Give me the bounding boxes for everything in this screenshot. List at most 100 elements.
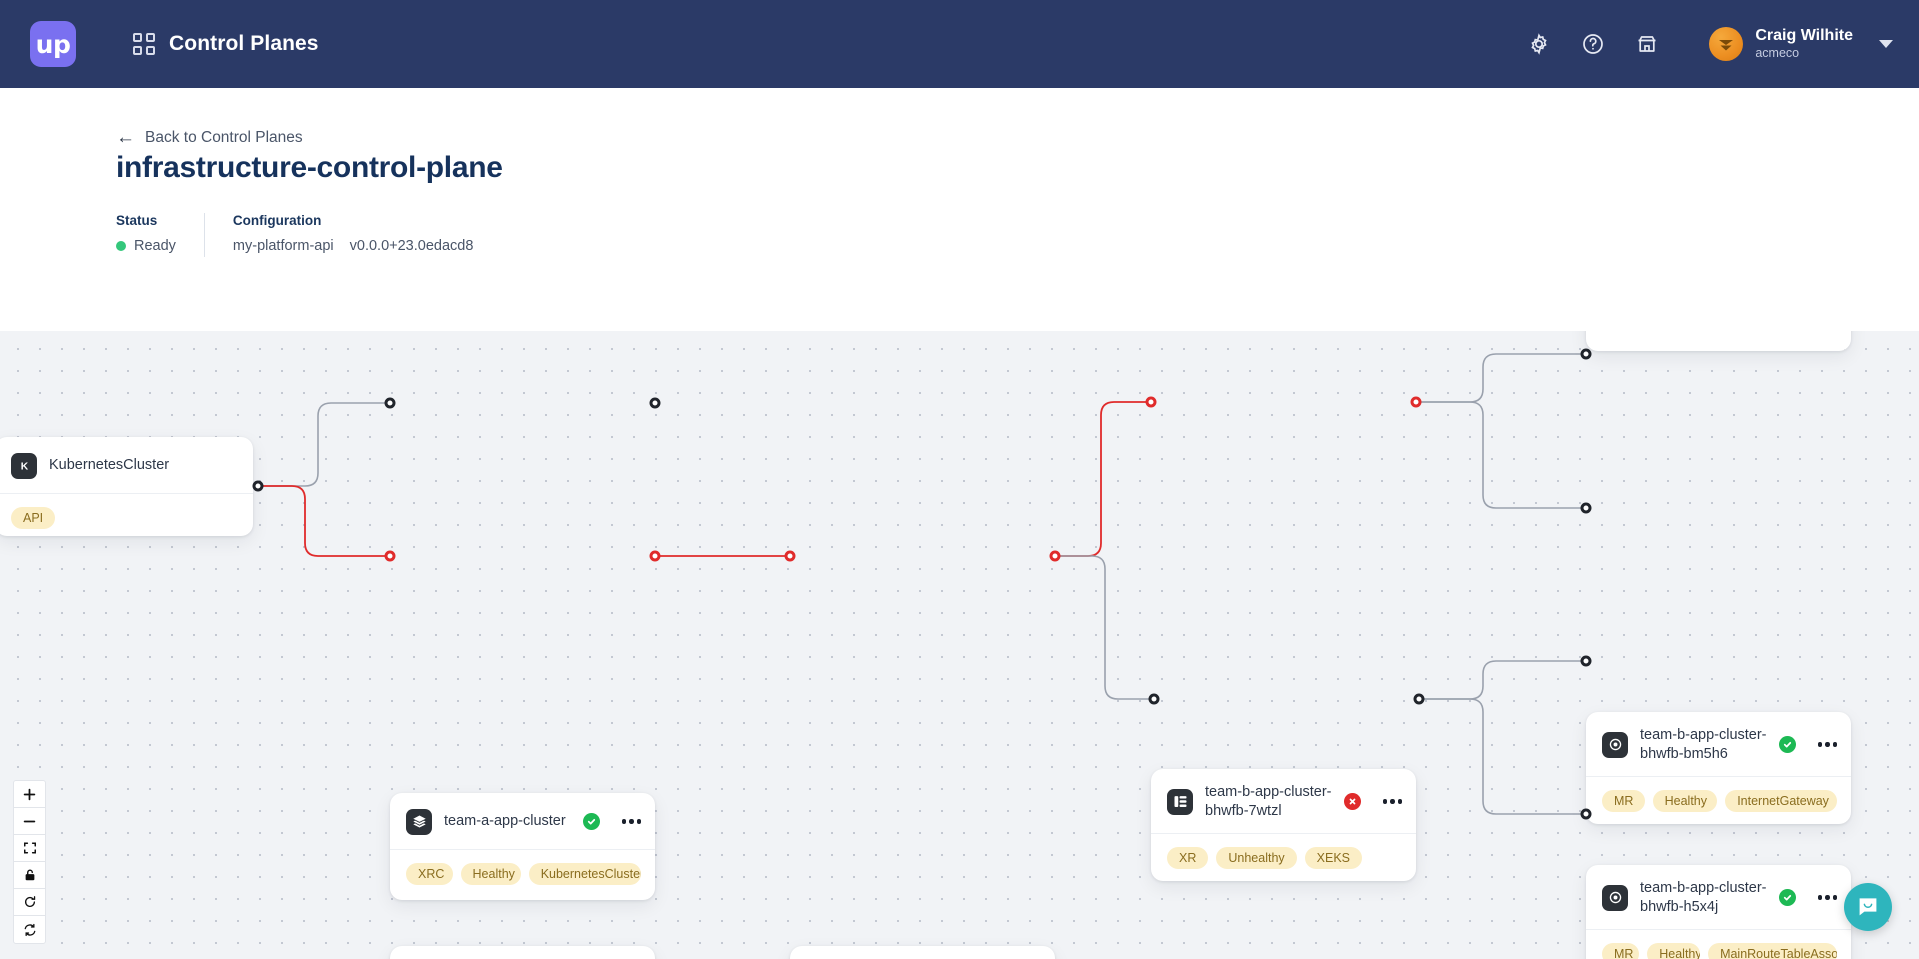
node-divider	[390, 849, 655, 850]
status-value: Ready	[134, 238, 176, 254]
zoom-out-button[interactable]	[14, 808, 45, 835]
refresh-icon[interactable]	[14, 916, 45, 943]
node-handle[interactable]	[1145, 396, 1157, 408]
node-divider	[1586, 929, 1851, 931]
node-tag: MR	[1602, 790, 1645, 813]
node-handle[interactable]	[784, 550, 796, 562]
node-handle[interactable]	[384, 550, 396, 562]
node-tag: Healthy	[460, 863, 521, 885]
lock-icon[interactable]	[14, 862, 45, 889]
avatar	[1709, 27, 1744, 61]
node-handle[interactable]	[649, 550, 661, 562]
configuration-label: Configuration	[232, 213, 322, 228]
node-menu-button[interactable]	[1817, 895, 1837, 900]
back-to-control-planes-link[interactable]: ← Back to Control Planes	[116, 128, 303, 147]
arrow-left-icon: ←	[116, 127, 135, 148]
k8s-icon: K	[11, 452, 37, 479]
page-header: ← Back to Control Planes infrastructure-…	[0, 88, 1919, 419]
help-icon[interactable]	[1579, 30, 1607, 58]
graph-node[interactable]: team-b-app-cluster-bhwfbXRUnhealthyXKube…	[790, 946, 1055, 959]
node-handle[interactable]	[252, 480, 264, 492]
status-label: Status	[116, 213, 158, 228]
node-divider	[1586, 776, 1851, 778]
mr-icon	[1602, 731, 1628, 758]
configuration-name: my-platform-api	[232, 238, 334, 254]
page-meta: Status Ready Configuration my-platform-a…	[116, 213, 473, 257]
status-healthy-icon	[582, 813, 600, 830]
graph-edges	[258, 353, 1586, 815]
node-tag-list: XR Unhealthy XEKS	[1151, 834, 1416, 881]
mr-icon	[1602, 884, 1628, 911]
node-handle[interactable]	[1148, 693, 1160, 705]
marketplace-icon[interactable]	[1633, 30, 1661, 58]
node-tag: MR	[1602, 943, 1640, 959]
xr-icon	[1167, 788, 1193, 815]
chevron-down-icon[interactable]	[1879, 40, 1893, 48]
node-tag: XRC	[406, 863, 453, 885]
node-tag: InternetGateway	[1725, 790, 1837, 813]
node-title: team-a-app-cluster	[444, 813, 566, 830]
node-tag: Healthy	[1652, 790, 1718, 813]
configuration-version: v0.0.0+23.0edacd8	[349, 238, 474, 254]
user-name: Craig Wilhite	[1755, 27, 1853, 45]
back-link-label: Back to Control Planes	[145, 128, 303, 146]
node-menu-button[interactable]	[1382, 799, 1402, 804]
status-unhealthy-icon	[1343, 793, 1361, 811]
node-handle[interactable]	[1580, 502, 1592, 514]
meta-divider	[203, 213, 205, 257]
node-tag: XEKS	[1304, 847, 1363, 870]
stack-icon	[406, 808, 432, 835]
user-menu[interactable]: Craig Wilhite acmeco	[1709, 27, 1893, 61]
status-dot-icon	[116, 241, 126, 251]
status-healthy-icon	[1778, 889, 1796, 907]
node-divider	[0, 493, 253, 494]
app-title: Control Planes	[169, 32, 319, 55]
upbound-logo[interactable]: up	[30, 21, 76, 67]
node-tag: XR	[1167, 847, 1209, 870]
fit-view-button[interactable]	[14, 835, 45, 862]
top-navigation-bar: up Control Planes	[0, 0, 1919, 88]
node-handle[interactable]	[1580, 348, 1592, 360]
page-title: infrastructure-control-plane	[116, 151, 503, 184]
node-handle[interactable]	[1049, 550, 1061, 562]
node-handle[interactable]	[384, 397, 396, 409]
node-divider	[1151, 833, 1416, 835]
node-tag: KubernetesCluster	[528, 863, 641, 885]
node-tag-list: MR Healthy MainRouteTableAssociation	[1586, 930, 1851, 959]
user-org: acmeco	[1755, 45, 1800, 60]
status-block: Status Ready	[116, 213, 176, 254]
node-tag-list: XRC Healthy KubernetesCluster	[390, 850, 655, 900]
gear-icon[interactable]	[1525, 30, 1553, 58]
node-title: KubernetesCluster	[49, 457, 170, 474]
node-menu-button[interactable]	[621, 819, 641, 824]
graph-node[interactable]: team-b-app-clusterXRCUnhealthyKubernetes…	[390, 946, 655, 959]
chat-launcher[interactable]	[1844, 883, 1892, 931]
node-tag: Healthy	[1647, 943, 1701, 959]
node-tag-list: API	[0, 494, 253, 536]
node-tag: Unhealthy	[1216, 847, 1297, 870]
reset-icon[interactable]	[14, 889, 45, 916]
graph-node-partial[interactable]	[1586, 331, 1851, 351]
node-handle[interactable]	[649, 397, 661, 409]
node-tag: API	[11, 507, 56, 529]
graph-view-controls	[13, 780, 46, 944]
status-healthy-icon	[1778, 736, 1796, 754]
svg-text:K: K	[20, 461, 28, 472]
node-title: team-b-app-cluster-bhwfb-h5x4j	[1640, 880, 1767, 915]
node-handle[interactable]	[1580, 808, 1592, 820]
node-title: team-b-app-cluster-bhwfb-bm5h6	[1640, 727, 1767, 762]
node-tag: MainRouteTableAssociation	[1708, 943, 1837, 959]
node-title: team-b-app-cluster-bhwfb-7wtzl	[1205, 784, 1332, 819]
node-handle[interactable]	[1580, 655, 1592, 667]
zoom-in-button[interactable]	[14, 781, 45, 808]
configuration-block: Configuration my-platform-api v0.0.0+23.…	[233, 213, 473, 254]
node-handle[interactable]	[1410, 396, 1422, 408]
node-handle[interactable]	[1413, 693, 1425, 705]
node-menu-button[interactable]	[1817, 742, 1837, 747]
